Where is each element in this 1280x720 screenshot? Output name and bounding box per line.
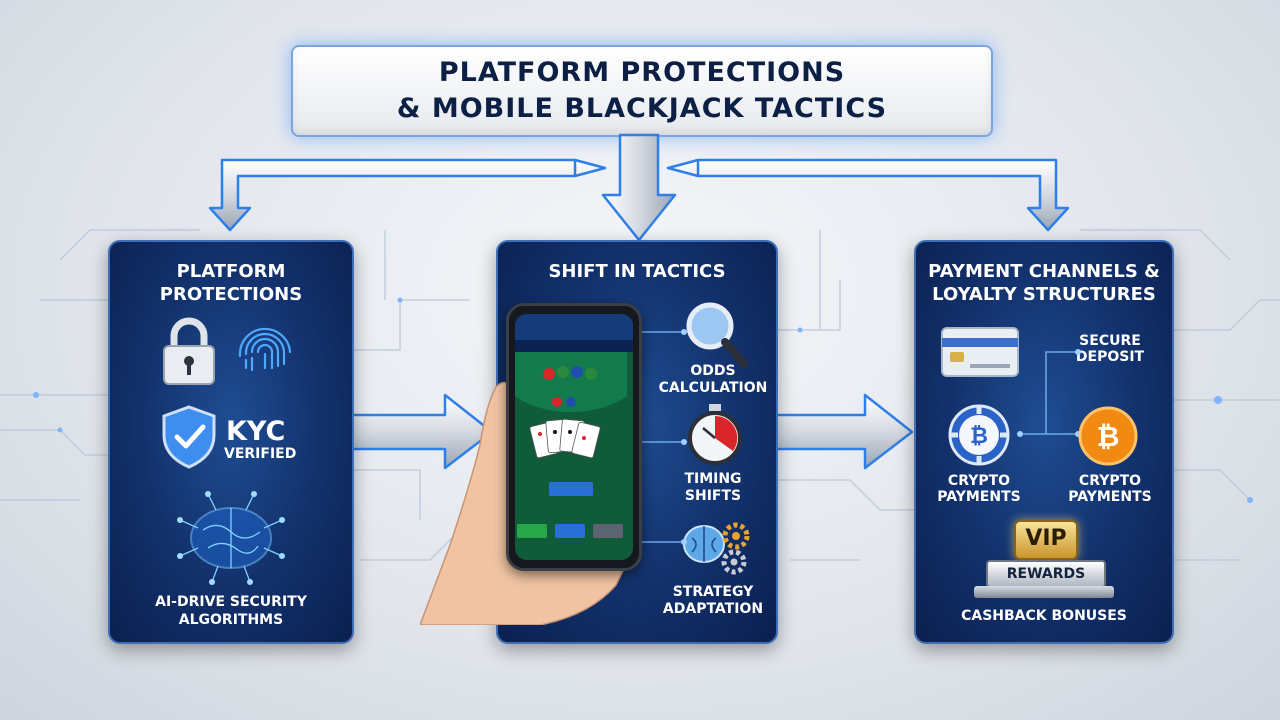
magnifier-icon bbox=[686, 302, 748, 368]
shield-check-icon bbox=[162, 405, 216, 469]
stopwatch-icon bbox=[688, 404, 742, 465]
fingerprint-icon bbox=[238, 327, 292, 372]
payment-loyalty-panel: PAYMENT CHANNELS & LOYALTY STRUCTURES SE… bbox=[914, 240, 1174, 644]
main-title-line1: PLATFORM PROTECTIONS bbox=[438, 57, 846, 88]
podium-base bbox=[974, 586, 1114, 598]
app-sub-bar bbox=[515, 340, 633, 352]
rewards-plate: REWARDS bbox=[986, 560, 1106, 588]
crypto-left-line1: CRYPTO bbox=[947, 473, 1011, 489]
brain-gears-icon bbox=[683, 522, 750, 575]
ai-security-line1: AI-DRIVE SECURITY bbox=[155, 594, 307, 610]
app-header-bar bbox=[515, 314, 633, 340]
svg-text:₿: ₿ bbox=[1097, 420, 1120, 453]
blackjack-table bbox=[515, 332, 633, 538]
crypto-right-line2: PAYMENTS bbox=[1068, 489, 1152, 505]
odds-line1: ODDS bbox=[690, 363, 736, 379]
main-title-line2: & MOBILE BLACKJACK TACTICS bbox=[396, 93, 888, 124]
vip-podium-icon: VIP REWARDS bbox=[974, 514, 1114, 600]
svg-text:₿: ₿ bbox=[970, 424, 988, 449]
panel-title-line1: PLATFORM bbox=[176, 261, 286, 282]
center-panel-title: SHIFT IN TACTICS bbox=[548, 261, 726, 282]
strategy-line2: ADAPTATION bbox=[662, 601, 764, 617]
cashback-label: CASHBACK BONUSES bbox=[961, 608, 1127, 624]
crypto-right-line1: CRYPTO bbox=[1078, 473, 1142, 489]
vip-badge: VIP bbox=[1014, 520, 1078, 560]
phone-device bbox=[506, 303, 642, 571]
ai-brain-icon bbox=[177, 491, 285, 585]
ai-security-line2: ALGORITHMS bbox=[178, 612, 284, 628]
timing-line1: TIMING bbox=[684, 471, 742, 487]
strategy-line1: STRATEGY bbox=[672, 584, 754, 600]
platform-protections-panel: PLATFORM PROTECTIONS KYC VERIFIED AI-DRI… bbox=[108, 240, 354, 644]
kyc-verified-label: VERIFIED bbox=[224, 446, 297, 462]
crypto-left-line2: PAYMENTS bbox=[937, 489, 1021, 505]
phone-in-hand bbox=[418, 295, 660, 626]
connector-lines bbox=[638, 329, 687, 545]
phone-screen bbox=[515, 314, 633, 560]
panel-title-line2: PROTECTIONS bbox=[159, 284, 303, 305]
secure-line1: SECURE bbox=[1079, 333, 1141, 349]
odds-line2: CALCULATION bbox=[658, 380, 768, 396]
timing-line2: SHIFTS bbox=[684, 488, 742, 504]
bitcoin-chip-icon: ₿ bbox=[948, 404, 1010, 466]
right-panel-title-line1: PAYMENT CHANNELS & bbox=[928, 261, 1160, 282]
credit-card-icon bbox=[941, 327, 1019, 377]
main-title-box: PLATFORM PROTECTIONS & MOBILE BLACKJACK … bbox=[291, 45, 993, 137]
kyc-label: KYC bbox=[226, 416, 286, 447]
payment-connector-lines bbox=[1017, 349, 1081, 437]
bitcoin-coin-icon: ₿ bbox=[1078, 406, 1138, 466]
right-panel-title-line2: LOYALTY STRUCTURES bbox=[932, 284, 1156, 305]
secure-line2: DEPOSIT bbox=[1075, 349, 1145, 365]
padlock-icon bbox=[163, 317, 215, 385]
